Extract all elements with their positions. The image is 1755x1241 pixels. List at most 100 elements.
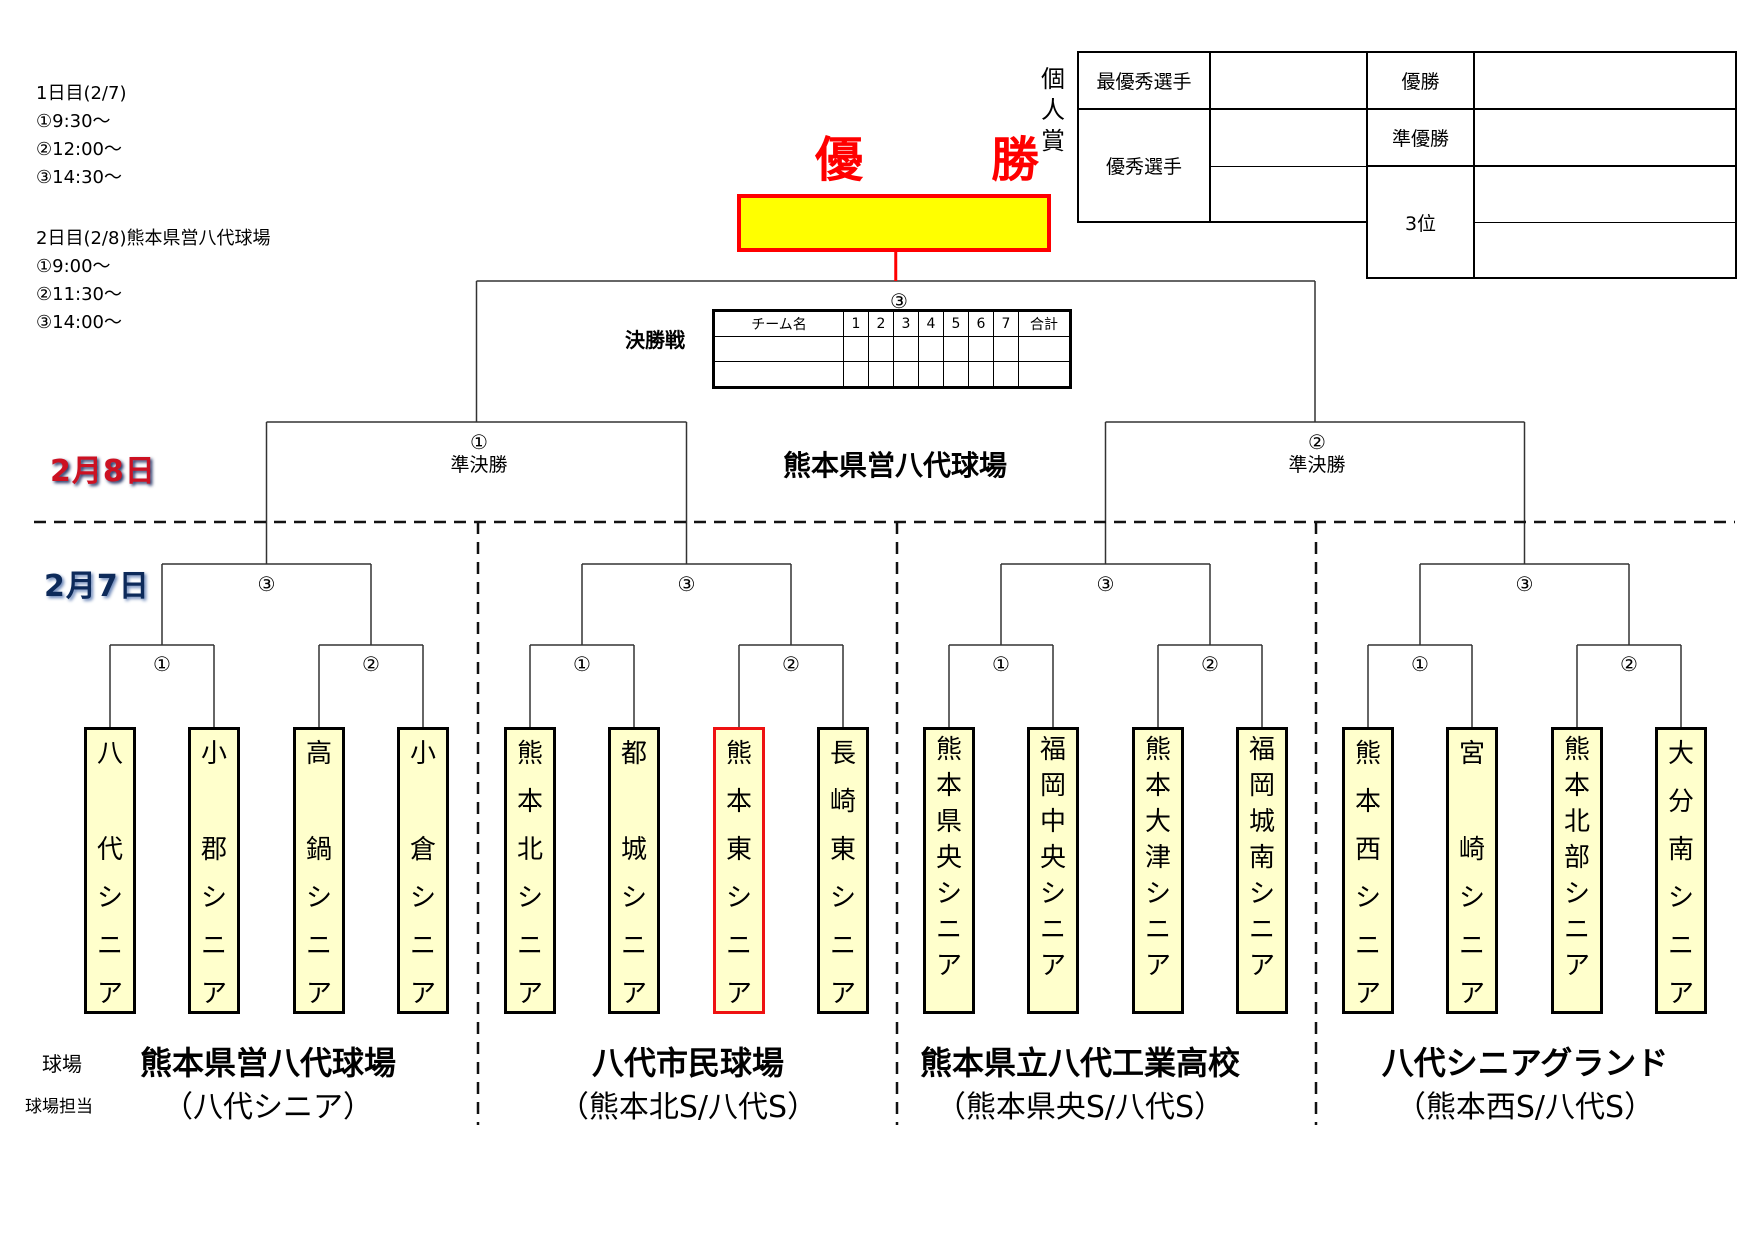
team-name-char: 本 [725, 787, 752, 817]
score-cell[interactable] [868, 361, 894, 388]
award-mvp-value[interactable] [1209, 51, 1368, 110]
team-name-char: 津 [1144, 843, 1171, 873]
schedule-day2: 2日目(2/8)熊本県営八代球場 ①9:00～ ②11:30～ ③14:00～ [36, 225, 270, 337]
team-name-char: 福 [1248, 735, 1275, 765]
header-inning: 4 [918, 310, 944, 337]
team-name-char: ニ [1039, 915, 1066, 945]
game-number: ② [362, 652, 380, 676]
champion-box[interactable] [737, 194, 1051, 252]
team-name-char: シ [200, 883, 227, 913]
team-name-char: 岡 [1039, 771, 1066, 801]
group-game-number: ③ [1096, 572, 1115, 596]
game-number: ② [1620, 652, 1638, 676]
team-name-char: 八 [96, 739, 123, 769]
team-name-char [296, 778, 342, 826]
score-cell[interactable] [843, 336, 869, 362]
team-name-char: シ [409, 883, 436, 913]
game-number: ① [573, 652, 591, 676]
award-third-value[interactable] [1473, 165, 1737, 223]
team-name-char: シ [620, 883, 647, 913]
score-cell[interactable] [993, 361, 1019, 388]
award-champion-value[interactable] [1473, 51, 1737, 110]
team-name-char: シ [1354, 883, 1381, 913]
team-name-char: ニ [200, 931, 227, 961]
team-name-char [191, 778, 237, 826]
final-label: 決勝戦 [625, 328, 685, 352]
team-name-char: シ [305, 883, 332, 913]
team-box: 福岡城南シニア [1236, 727, 1288, 1014]
venue-host: （熊本北S/八代S） [558, 1090, 818, 1125]
team-box: 高 鍋シニア [293, 727, 345, 1014]
score-cell[interactable] [1018, 336, 1071, 362]
score-cell[interactable] [893, 361, 919, 388]
score-cell[interactable] [943, 336, 969, 362]
schedule-line: ②11:30～ [36, 284, 123, 305]
score-cell[interactable] [918, 336, 944, 362]
header-total: 合計 [1018, 310, 1071, 337]
team-name-char: 崎 [829, 787, 856, 817]
awards-table: 最優秀選手 優勝 優秀選手 準優勝 3位 [1077, 51, 1737, 279]
score-cell[interactable] [868, 336, 894, 362]
date-label-day1: 2月7日 [44, 569, 150, 604]
team-name-char: 倉 [409, 835, 436, 865]
team-name-char: ニ [409, 931, 436, 961]
award-excellent-value[interactable] [1209, 165, 1368, 223]
team-name-char: ア [516, 979, 543, 1009]
score-cell[interactable] [918, 361, 944, 388]
award-third-value[interactable] [1473, 221, 1737, 279]
team-name-char: ニ [1248, 915, 1275, 945]
team-name-char: ア [1144, 951, 1171, 981]
venue-name: 熊本県立八代工業高校 [919, 1044, 1240, 1082]
score-cell[interactable] [943, 361, 969, 388]
score-cell[interactable] [843, 361, 869, 388]
game-number: ② [782, 652, 800, 676]
team-name-char: ニ [1563, 915, 1590, 945]
team-name-char: 岡 [1248, 771, 1275, 801]
header-team: チーム名 [713, 310, 844, 337]
team-name-char: シ [1667, 883, 1694, 913]
team-name-char: ア [96, 979, 123, 1009]
team-name-char: 熊 [1563, 735, 1590, 765]
team-name-char: 熊 [725, 739, 752, 769]
score-cell[interactable] [713, 336, 844, 362]
score-cell[interactable] [893, 336, 919, 362]
final-scoreboard: チーム名 1 2 3 4 5 6 7 合計 [712, 309, 1072, 389]
team-name-char: 本 [935, 771, 962, 801]
team-box: 福岡中央シニア [1027, 727, 1079, 1014]
team-name-char: シ [829, 883, 856, 913]
venue-name: 熊本県営八代球場 [139, 1044, 396, 1082]
award-excellent-value[interactable] [1209, 108, 1368, 167]
schedule-line: 1日目(2/7) [36, 83, 127, 104]
header-inning: 7 [993, 310, 1019, 337]
score-cell[interactable] [993, 336, 1019, 362]
team-name-char [400, 778, 446, 826]
team-box: 八 代シニア [84, 727, 136, 1014]
venue-host: （八代シニア） [163, 1090, 373, 1125]
group-game-number: ③ [1515, 572, 1534, 596]
team-name-char: ア [829, 979, 856, 1009]
team-name-char: ニ [1354, 931, 1381, 961]
team-name-char: ニ [305, 931, 332, 961]
team-name-char: 中 [1039, 807, 1066, 837]
score-cell[interactable] [968, 336, 994, 362]
score-cell[interactable] [1018, 361, 1071, 388]
team-name-char: ア [1354, 979, 1381, 1009]
venue-name: 八代シニアグランド [1381, 1044, 1669, 1082]
semifinal-game-number: ② [1308, 430, 1326, 454]
team-name-char: ア [1248, 951, 1275, 981]
score-cell[interactable] [968, 361, 994, 388]
group-game-number: ③ [677, 572, 696, 596]
team-name-char: ニ [516, 931, 543, 961]
team-name-char: シ [935, 879, 962, 909]
team-name-char: 熊 [935, 735, 962, 765]
group-game-number: ③ [257, 572, 276, 596]
team-name-char: 高 [305, 739, 332, 769]
team-name-char: 宮 [1458, 739, 1485, 769]
team-name-char: シ [96, 883, 123, 913]
team-name-char: ニ [620, 931, 647, 961]
award-runnerup-value[interactable] [1473, 108, 1737, 167]
score-cell[interactable] [713, 361, 844, 388]
team-name-char: ニ [1458, 931, 1485, 961]
team-name-char: シ [725, 883, 752, 913]
team-name-char: ア [200, 979, 227, 1009]
